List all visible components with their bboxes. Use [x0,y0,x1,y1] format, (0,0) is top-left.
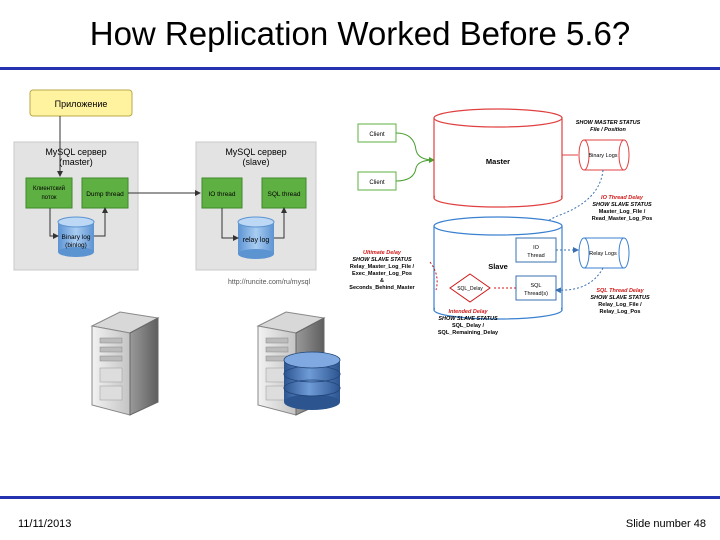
io-delay-title: IO Thread Delay [601,195,644,201]
client-1-arrow [395,132,435,163]
sql-delay-diamond [449,273,491,303]
io-thread-node-2: Thread [527,253,544,259]
client-label-1: Client [369,132,385,138]
master-cylinder [433,108,563,208]
sql-thread-node-1: SQL [530,283,541,289]
master-title-2: (master) [59,157,93,167]
ultimate-delay-line-4: Exec_Master_Log_Pos [352,271,412,277]
binlog-to-dump-arrow [94,207,108,237]
sql-delay-line-3: Relay_Log_File / [598,302,642,308]
binary-logs-label: Binary Logs [588,153,617,159]
sql-thread-box [261,177,307,209]
io-delay-line-2: SHOW SLAVE STATUS [592,202,652,208]
binary-logs-tube [578,139,630,171]
slave-title-2: (slave) [242,157,269,167]
client-thread-label-1: Клиентский [33,185,65,192]
show-master-file-pos: File / Position [590,127,626,133]
footer-slide-number: Slide number 48 [625,518,706,530]
intended-delay-title: Intended Delay [448,309,488,315]
intended-delay-line-3: SQL_Delay / [452,323,485,329]
binlog-label-2: (binlog) [65,242,87,249]
ultimate-delay-line-3: Relay_Master_Log_File / [350,264,415,270]
io-to-relay-arrow [221,208,239,241]
dump-thread-label: Dump thread [86,191,124,198]
database-icon [283,351,341,410]
io-delay-line-3: Master_Log_File / [599,209,646,215]
slave-label: Slave [488,262,508,271]
client-label-2: Client [369,180,385,186]
app-box [29,89,133,117]
replication-delay-diagram: Client Client Master Binary Logs SHOW MA… [349,108,653,336]
relay-to-sql-arrow-right [555,267,604,294]
client-thread-box [25,177,73,209]
client-to-binlog-arrow [49,208,59,239]
io-thread-label: IO thread [208,191,235,198]
slide-title: How Replication Worked Before 5.6? [89,15,631,52]
binlog-label-1: Binary log [62,234,91,241]
client-thread-label-2: поток [41,195,56,201]
server-icon-master [90,311,160,416]
master-title-1: MySQL сервер [45,147,106,157]
source-url: http://runcite.com/ru/mysql [228,279,311,286]
sql-delay-line-2: SHOW SLAVE STATUS [590,295,650,301]
client-2-arrow [395,159,435,182]
app-label: Приложение [55,99,108,109]
sql-delay-line-4: Relay_Log_Pos [600,309,641,315]
master-label: Master [486,157,510,166]
relay-to-sql-arrow [274,207,287,239]
intended-delay-line-2: SHOW SLAVE STATUS [438,316,498,322]
footer-rule [0,496,720,499]
footer-date: 11/11/2013 [18,518,72,530]
io-thread-node-1: IO [533,245,540,251]
relay-logs-tube [578,237,630,269]
slave-title-1: MySQL сервер [225,147,286,157]
slave-cylinder [433,216,563,320]
mysql-replication-overview: Приложение MySQL сервер (master) MySQL с… [13,89,317,286]
ultimate-delay-title: Ultimate Delay [363,250,402,256]
sql-thread-node-2: Thread(s) [524,291,548,297]
sql-delay-node-label: SQL_Delay [457,286,483,292]
intended-delay-line-4: SQL_Remaining_Delay [438,330,499,336]
relay-log-cylinder [237,216,275,259]
relay-logs-label: Relay Logs [589,251,617,257]
binlog-to-io-arrow [534,169,604,239]
ultimate-delay-line-6: Seconds_Behind_Master [349,285,415,291]
ultimate-delay-line-2: SHOW SLAVE STATUS [352,257,412,263]
ultimate-delay-line-5: & [380,278,384,284]
binary-log-cylinder [57,216,95,257]
relay-log-label: relay log [243,237,270,244]
show-master-status-label: SHOW MASTER STATUS [576,120,641,126]
sql-thread-label: SQL thread [267,191,300,198]
io-delay-line-4: Read_Master_Log_Pos [592,216,653,222]
title-rule-top [0,67,720,70]
io-thread-node [515,237,557,263]
sql-delay-title: SQL Thread Delay [596,288,644,294]
